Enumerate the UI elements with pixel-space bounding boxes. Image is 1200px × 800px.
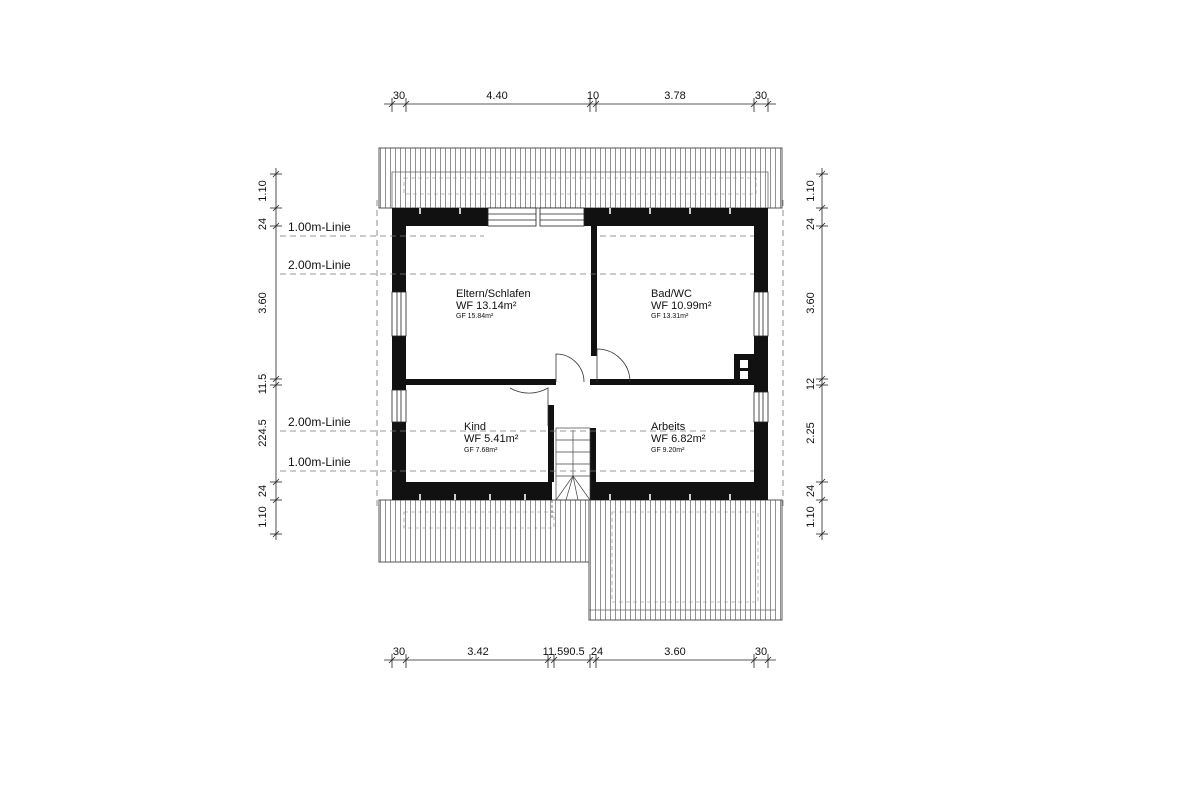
dimension-label: 2.25 xyxy=(805,422,817,443)
dimension-label: 30 xyxy=(755,646,767,658)
dimension-label: 12 xyxy=(805,378,817,390)
dimension-label: 11.59 xyxy=(543,646,570,658)
stairs xyxy=(551,427,591,520)
dimension-label: 10 xyxy=(587,90,599,102)
dimension-right: 1.10 24 3.60 12 2.25 24 1.10 xyxy=(805,168,828,540)
room-name: Bad/WC xyxy=(651,288,692,300)
room-area-gf: GF 7.68m² xyxy=(464,447,498,454)
dimension-label: 24 xyxy=(805,218,817,230)
dimension-label: 24 xyxy=(805,485,817,497)
dimension-label: 224.5 xyxy=(257,419,269,447)
roof-bottom-right xyxy=(588,499,783,621)
room-area-gf: GF 15.84m² xyxy=(456,313,494,320)
wall-notches xyxy=(419,208,731,500)
dimension-top: 30 4.40 10 3.78 30 xyxy=(384,90,776,112)
dimension-label: 1.10 xyxy=(257,506,269,527)
level-line-label: 1.00m-Linie xyxy=(288,220,351,234)
dimension-label: 1.10 xyxy=(257,180,269,201)
dimension-label: 30 xyxy=(393,646,405,658)
room-labels: Eltern/Schlafen WF 13.14m² GF 15.84m² Ba… xyxy=(456,288,712,454)
dimension-label: 3.60 xyxy=(664,646,685,658)
roof-bottom-left xyxy=(378,499,590,563)
dimension-label: 3.60 xyxy=(257,292,269,313)
dimension-label: 3.78 xyxy=(664,90,685,102)
dimension-label: 3.60 xyxy=(805,292,817,313)
level-line-label: 2.00m-Linie xyxy=(288,415,351,429)
level-line-labels: 1.00m-Linie 2.00m-Linie 2.00m-Linie 1.00… xyxy=(288,220,351,469)
room-area-wf: WF 6.82m² xyxy=(651,433,706,445)
dimension-label: 30 xyxy=(755,90,767,102)
doors xyxy=(509,348,631,426)
dimension-label: 24 xyxy=(591,646,603,658)
room-name: Arbeits xyxy=(651,421,686,433)
room-area-wf: WF 10.99m² xyxy=(651,300,712,312)
level-line-label: 2.00m-Linie xyxy=(288,258,351,272)
room-area-wf: WF 5.41m² xyxy=(464,433,519,445)
level-lines xyxy=(280,200,784,510)
dimension-label: 24 xyxy=(257,485,269,497)
room-area-gf: GF 13.31m² xyxy=(651,313,689,320)
dimension-bottom: 30 3.42 11.59 0.5 24 3.60 30 xyxy=(384,646,776,668)
chimney xyxy=(740,360,748,379)
room-name: Eltern/Schlafen xyxy=(456,288,531,300)
walls xyxy=(392,208,768,500)
dimension-label: 24 xyxy=(257,218,269,230)
roof-top xyxy=(378,147,783,209)
level-line-label: 1.00m-Linie xyxy=(288,455,351,469)
windows xyxy=(391,207,769,423)
dimension-label: 3.42 xyxy=(467,646,488,658)
dimension-label: 1.10 xyxy=(805,180,817,201)
dimension-label: 4.40 xyxy=(486,90,507,102)
room-area-wf: WF 13.14m² xyxy=(456,300,517,312)
dimension-left: 1.10 24 3.60 11.5 224.5 24 1.10 xyxy=(257,168,282,540)
dimension-label: 1.10 xyxy=(805,506,817,527)
room-area-gf: GF 9.20m² xyxy=(651,447,685,454)
room-name: Kind xyxy=(464,421,486,433)
dimension-label: 0.5 xyxy=(569,646,584,658)
dimension-label: 30 xyxy=(393,90,405,102)
dimension-label: 11.5 xyxy=(257,374,269,395)
